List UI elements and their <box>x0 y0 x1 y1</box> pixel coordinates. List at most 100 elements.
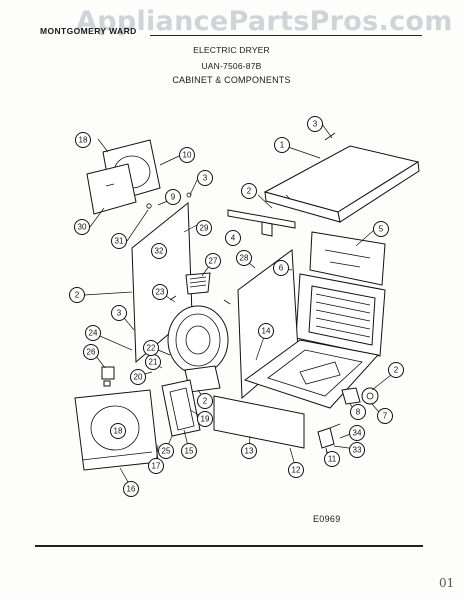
watermark: AppliancePartsPros.com <box>76 6 453 37</box>
callout-30: 30 <box>74 219 90 235</box>
svg-text:30: 30 <box>78 223 87 232</box>
svg-text:17: 17 <box>152 462 161 471</box>
callout-7: 7 <box>377 408 393 424</box>
svg-text:6: 6 <box>279 264 284 273</box>
callout-28: 28 <box>236 250 252 266</box>
callout-26: 26 <box>83 344 99 360</box>
svg-text:23: 23 <box>156 288 165 297</box>
callout-2-left: 2 <box>69 287 85 303</box>
lint-filter <box>185 272 211 295</box>
callout-2-rear: 2 <box>388 362 404 378</box>
callout-19: 19 <box>197 411 213 427</box>
svg-text:18: 18 <box>114 427 123 436</box>
svg-text:4: 4 <box>231 234 236 243</box>
svg-text:8: 8 <box>356 408 361 417</box>
callout-31: 31 <box>111 233 127 249</box>
callout-4: 4 <box>225 230 241 246</box>
screws-clips <box>146 132 336 209</box>
front-lower-parts <box>161 379 201 437</box>
thermostat <box>317 423 341 459</box>
svg-text:34: 34 <box>353 429 362 438</box>
callout-5: 5 <box>373 221 389 237</box>
svg-text:26: 26 <box>87 348 96 357</box>
svg-text:15: 15 <box>185 447 194 456</box>
rear-control-panel <box>309 231 386 286</box>
callout-9: 9 <box>165 189 181 205</box>
svg-text:24: 24 <box>89 329 98 338</box>
callout-18-door: 18 <box>75 132 91 148</box>
svg-text:20: 20 <box>134 373 143 382</box>
svg-text:16: 16 <box>127 485 136 494</box>
toe-panel <box>213 395 305 449</box>
svg-text:13: 13 <box>245 447 254 456</box>
svg-text:2: 2 <box>394 366 399 375</box>
svg-text:9: 9 <box>171 193 176 202</box>
svg-text:2: 2 <box>75 291 80 300</box>
door-switch <box>101 366 115 387</box>
callout-1: 1 <box>274 137 290 153</box>
callout-21: 21 <box>145 354 161 370</box>
svg-text:3: 3 <box>203 174 208 183</box>
svg-text:2: 2 <box>203 397 208 406</box>
idler-pulley <box>341 387 379 405</box>
header-rule <box>150 35 422 36</box>
callout-13: 13 <box>241 443 257 459</box>
svg-text:19: 19 <box>201 415 210 424</box>
callout-32: 32 <box>151 243 167 259</box>
model-number: UAN-7506-87B <box>201 61 262 71</box>
callout-10: 10 <box>179 147 195 163</box>
svg-text:1: 1 <box>280 141 285 150</box>
callout-34: 34 <box>349 425 365 441</box>
callout-2-lower: 2 <box>197 393 213 409</box>
top-panel <box>263 145 420 223</box>
svg-text:3: 3 <box>117 309 122 318</box>
callout-2: 2 <box>241 183 257 199</box>
svg-text:3: 3 <box>313 120 318 129</box>
door-assembly <box>86 139 161 215</box>
section-title: CABINET & COMPONENTS <box>172 75 291 85</box>
callout-15: 15 <box>181 443 197 459</box>
svg-text:33: 33 <box>353 446 362 455</box>
svg-text:29: 29 <box>200 224 209 233</box>
diagram-title: ELECTRIC DRYER <box>193 45 270 55</box>
diagram-code: E0969 <box>313 514 341 524</box>
svg-text:2: 2 <box>247 187 252 196</box>
footer-rule <box>35 545 423 547</box>
svg-text:22: 22 <box>147 344 156 353</box>
callout-12: 12 <box>288 462 304 478</box>
svg-text:28: 28 <box>240 254 249 263</box>
callout-14: 14 <box>258 323 274 339</box>
svg-text:11: 11 <box>328 455 337 464</box>
callout-24: 24 <box>85 325 101 341</box>
callout-18-front: 18 <box>110 423 126 439</box>
top-bracket <box>227 209 296 237</box>
callout-20: 20 <box>130 369 146 385</box>
svg-text:14: 14 <box>262 327 271 336</box>
svg-text:7: 7 <box>383 412 388 421</box>
rear-panel <box>295 273 386 357</box>
corner-mark: 01 <box>439 576 455 590</box>
callout-29: 29 <box>196 220 212 236</box>
callout-17: 17 <box>148 458 164 474</box>
svg-text:21: 21 <box>149 358 158 367</box>
drum-housing <box>167 295 231 393</box>
callout-6: 6 <box>273 260 289 276</box>
svg-text:32: 32 <box>155 247 164 256</box>
callout-16: 16 <box>123 481 139 497</box>
callout-33: 33 <box>349 442 365 458</box>
callout-3-side: 3 <box>197 170 213 186</box>
svg-text:25: 25 <box>162 447 171 456</box>
svg-text:18: 18 <box>79 136 88 145</box>
callout-3: 3 <box>307 116 323 132</box>
callout-8: 8 <box>350 404 366 420</box>
callout-25: 25 <box>158 443 174 459</box>
svg-text:5: 5 <box>379 225 384 234</box>
callout-27: 27 <box>205 253 221 269</box>
brand-label: MONTGOMERY WARD <box>40 26 137 36</box>
svg-text:10: 10 <box>183 151 192 160</box>
svg-text:31: 31 <box>115 237 124 246</box>
callout-22: 22 <box>143 340 159 356</box>
svg-text:12: 12 <box>292 466 301 475</box>
callout-11: 11 <box>324 451 340 467</box>
